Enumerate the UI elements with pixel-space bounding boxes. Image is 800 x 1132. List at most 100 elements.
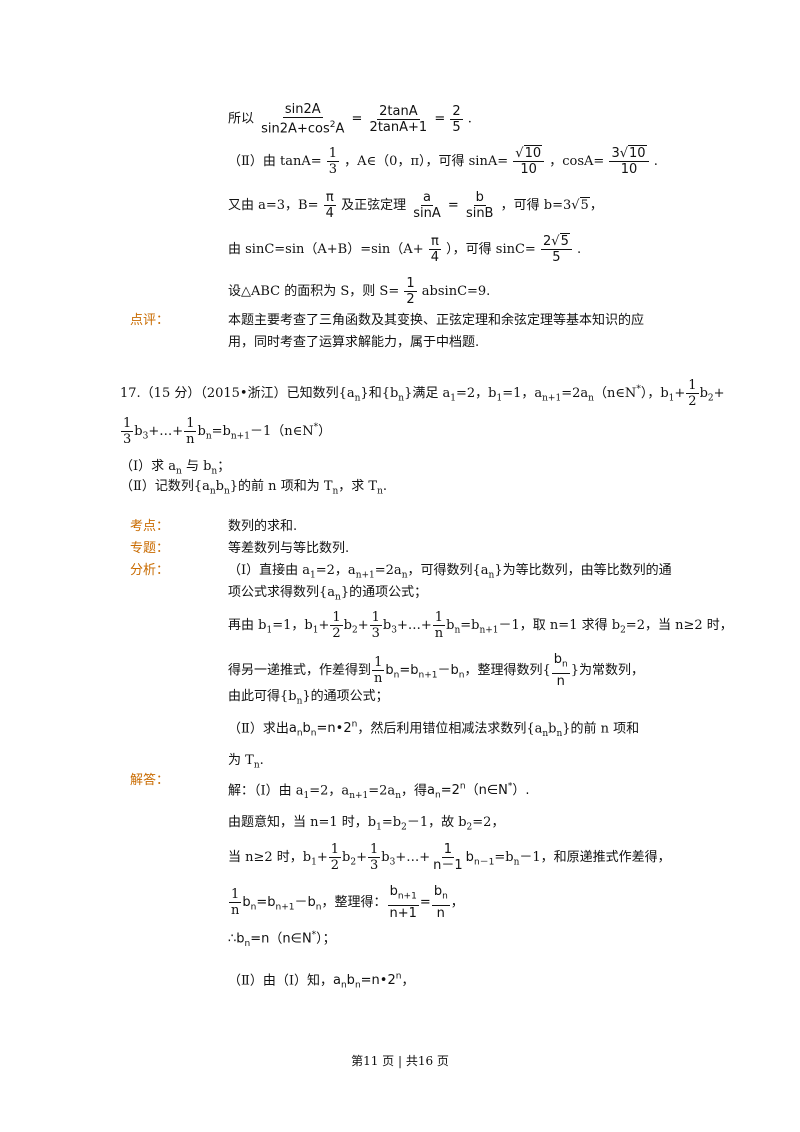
sub: n	[205, 431, 212, 442]
t: a	[288, 721, 297, 737]
num: 1	[686, 378, 699, 394]
page-footer: 第11 页 | 共16 页	[351, 1054, 449, 1068]
sub: n+1	[418, 670, 438, 681]
den: 2	[332, 626, 341, 641]
den: sinB	[465, 206, 494, 221]
t: =b	[381, 815, 402, 830]
den: n	[434, 626, 444, 641]
num: 1	[326, 146, 340, 162]
t: =2，a	[315, 563, 356, 578]
t: ，然后利用错位相减法求数列{a	[357, 721, 543, 737]
equals: =	[447, 198, 459, 213]
t: ，整理得数列{	[464, 662, 551, 678]
t: }的前 n 项和	[562, 721, 640, 737]
t: 得另一递推式，作差得到	[228, 662, 372, 678]
sub: 2	[466, 822, 473, 833]
den: 2	[688, 394, 697, 409]
sub: n+1	[397, 891, 417, 902]
sub: n	[434, 790, 441, 801]
t: ，	[401, 973, 415, 989]
t: ）	[318, 424, 332, 439]
kaodian-text: 数列的求和.	[228, 519, 298, 534]
t: －b	[437, 662, 459, 678]
den: 10	[620, 162, 638, 177]
t: ），b	[640, 386, 669, 401]
t: }满足 a	[404, 386, 451, 401]
den: n	[186, 432, 195, 447]
t: +…+	[395, 850, 431, 865]
num: 1	[369, 610, 382, 626]
sub: n	[223, 486, 230, 497]
sub: n+1	[355, 570, 375, 581]
num: √10	[513, 145, 545, 162]
num: π	[428, 234, 441, 250]
t: =2，当 n≥2 时，	[625, 618, 733, 633]
question-17-part-2: （Ⅱ）记数列{anbn}的前 n 项和为 Tn，求 Tn.	[120, 478, 387, 501]
t: （Ⅰ）求 a	[120, 459, 177, 474]
text: 及正弦定理	[341, 198, 407, 213]
text: .	[653, 154, 658, 169]
t: 由题意知，当 n=1 时，b	[228, 815, 377, 830]
num: 1	[229, 886, 242, 903]
text: ，cosA=	[549, 154, 605, 169]
num: 3√10	[609, 145, 649, 162]
t: （n∈N	[465, 783, 508, 799]
sub: 3	[391, 625, 397, 636]
sub: 1	[450, 393, 456, 404]
text: 所以	[228, 111, 255, 127]
t: .	[259, 753, 264, 768]
expr: anbn=n•2n	[333, 972, 401, 991]
t: =1，a	[502, 386, 543, 401]
den: 2	[406, 292, 415, 307]
sub: 1	[311, 857, 317, 868]
sub: n	[244, 938, 251, 949]
t: b	[385, 662, 394, 678]
t: 项公式求得数列{a	[228, 585, 336, 600]
t: b	[346, 973, 355, 989]
t: b	[381, 850, 390, 865]
sub: n	[340, 980, 347, 991]
den: 5	[552, 250, 561, 265]
t: b	[465, 850, 474, 865]
t: 当 n≥2 时，b	[228, 850, 312, 865]
t: ，可得数列{a	[407, 563, 489, 578]
t: 为 T	[228, 753, 254, 768]
t: =n•2	[360, 973, 396, 989]
den: n－1	[433, 858, 463, 873]
t: b	[699, 386, 708, 401]
t: ，	[450, 894, 464, 910]
t: b	[342, 850, 351, 865]
t: =b	[494, 850, 514, 865]
text: ，A∈（0，π），可得 sinA=	[344, 154, 509, 169]
sub: n	[354, 393, 361, 404]
den: 4	[325, 206, 334, 221]
sub: n	[296, 728, 303, 739]
t: b	[389, 884, 398, 899]
num: 2√5	[540, 233, 572, 250]
sub: n	[209, 486, 216, 497]
question-17-line-1: 17.（15 分）（2015•浙江）已知数列{an}和{bn}满足 a1=2，b…	[120, 378, 725, 409]
fenxi-line-1: （Ⅰ）直接由 a1=2，an+1=2an，可得数列{an}为等比数列，由等比数列…	[228, 562, 672, 585]
sup: *	[313, 422, 319, 433]
t: 17.（15 分）（2015•浙江）已知数列{a	[120, 386, 355, 401]
expr: bn－1	[465, 850, 495, 868]
sub: n	[442, 891, 448, 902]
sub: 2	[401, 822, 407, 833]
sub: n	[398, 393, 405, 404]
